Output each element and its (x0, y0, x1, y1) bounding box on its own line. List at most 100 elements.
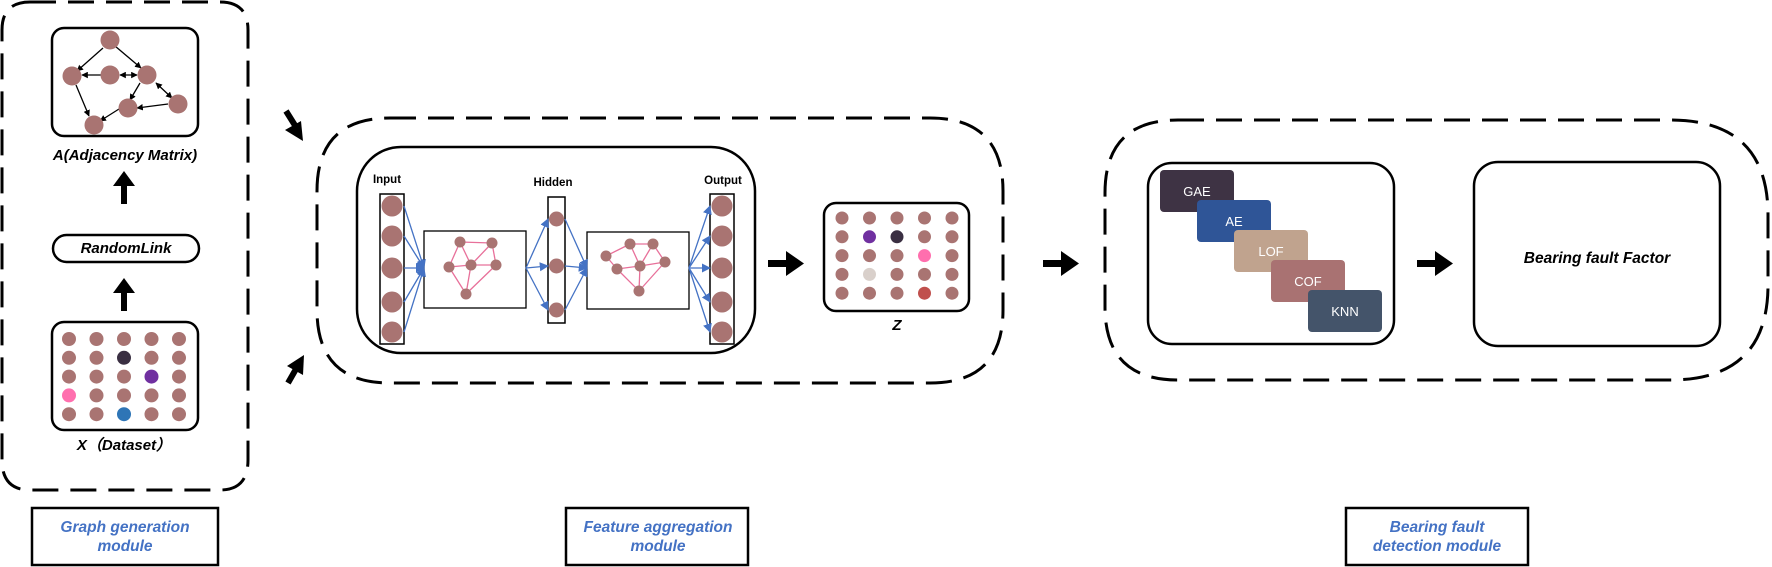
randomlink-box (51, 233, 201, 264)
graph-module-caption-box (30, 506, 220, 567)
detection-module-dashed-border (1103, 118, 1770, 382)
gcn-edge (638, 261, 666, 292)
z-dot (890, 230, 904, 244)
z-dot (918, 286, 931, 300)
gcn-node (647, 238, 659, 250)
fault-factor-box (1472, 160, 1722, 348)
dataset-dot (89, 350, 104, 365)
z-dot (835, 211, 849, 225)
dataset-dot (144, 407, 159, 422)
input-neuron (381, 257, 403, 279)
z-dot (945, 286, 959, 300)
adjacency-graph (50, 26, 200, 138)
hidden-neuron (549, 302, 564, 318)
feature-module-caption-line1: Feature aggregation (584, 519, 733, 536)
nn-edge (525, 262, 549, 272)
dataset-dot (117, 369, 131, 384)
output-neuron (711, 257, 733, 279)
arrow-to-factor (1417, 251, 1453, 276)
method-label-knn: KNN (1331, 304, 1358, 319)
feature-aggregation-module: Input Hidden Output Z Feature aggregatio… (315, 116, 1005, 567)
adj-edge (155, 82, 173, 99)
adjacency-edges (75, 45, 173, 122)
dataset-dot (172, 388, 186, 403)
z-dot (835, 267, 849, 281)
adj-edge (76, 47, 104, 72)
gcn-edge (465, 264, 497, 295)
adj-edge (75, 84, 90, 117)
gcn-graph-box-1 (423, 230, 527, 309)
output-layer-label: Output (704, 175, 742, 187)
hidden-neuron (549, 211, 564, 227)
nn-connections (403, 205, 712, 333)
dataset-dot (172, 407, 186, 422)
adj-edge (136, 103, 169, 111)
gcn-graphs (443, 236, 671, 300)
dataset-dot (117, 407, 131, 422)
dataset-dot (89, 407, 104, 422)
graph-node (118, 98, 138, 118)
dataset-dot (62, 350, 76, 365)
output-neuron (711, 321, 733, 343)
dataset-dot (89, 369, 104, 384)
dataset-dot (172, 369, 186, 384)
graph-module-caption-line1: Graph generation (60, 519, 189, 536)
dataset-dot (62, 407, 76, 422)
arrow-to-z (768, 251, 804, 276)
gcn-node (486, 237, 498, 249)
z-dot (835, 230, 849, 244)
nn-edge (525, 218, 549, 269)
graph-node (84, 115, 104, 135)
gcn-node (634, 260, 646, 272)
gcn-node (460, 288, 472, 300)
detection-module-caption-box (1344, 506, 1530, 567)
nn-edge (688, 267, 712, 333)
output-neuron (711, 195, 733, 217)
nn-edge (525, 267, 549, 311)
z-dot (863, 249, 876, 263)
dataset-dot (62, 369, 76, 384)
method-label-lof: LOF (1258, 244, 1283, 259)
z-dot (863, 211, 876, 225)
output-neuron (711, 291, 733, 313)
gcn-node (465, 259, 477, 271)
dataset-dot (144, 388, 159, 403)
z-dot (918, 211, 931, 225)
gcn-node (633, 285, 645, 297)
adj-edge (99, 108, 120, 122)
z-dot (890, 249, 904, 263)
hidden-layer-label: Hidden (534, 177, 573, 189)
z-dot (918, 230, 931, 244)
adjacency-nodes (62, 30, 188, 135)
dataset-dots (62, 332, 186, 422)
z-dot (835, 249, 849, 263)
method-block-knn (1308, 290, 1382, 332)
z-dot (863, 267, 876, 281)
gcn-node (611, 263, 623, 275)
z-dot (835, 286, 849, 300)
diag-arrow-up (285, 355, 304, 385)
feature-module-caption-line2: module (630, 538, 685, 555)
method-label-gae: GAE (1183, 184, 1211, 199)
method-label-ae: AE (1225, 214, 1243, 229)
graph-node (137, 65, 157, 85)
graph-node (168, 94, 188, 114)
adj-edge (114, 45, 142, 69)
nn-edge (688, 205, 712, 269)
hidden-neuron (549, 258, 564, 274)
graph-node (100, 30, 120, 50)
nn-edge (688, 267, 711, 303)
diag-arrow-down (283, 109, 303, 141)
nn-edge (564, 267, 588, 311)
graph-generation-module: A(Adjacency Matrix) RandomLink X（Dataset… (0, 0, 250, 567)
gcn-node (659, 256, 671, 268)
input-neuron (381, 225, 403, 247)
z-dot (890, 211, 904, 225)
up-arrow-upper (113, 171, 135, 204)
dataset-dot (144, 369, 159, 384)
nn-edge (564, 218, 588, 269)
z-dot (945, 211, 959, 225)
